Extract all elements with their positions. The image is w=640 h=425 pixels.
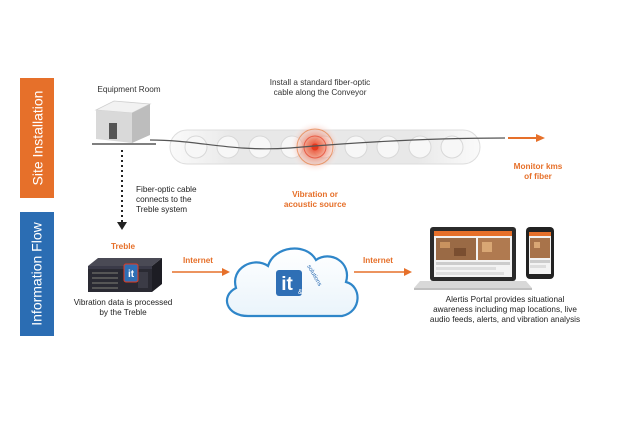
svg-text:&: & xyxy=(298,289,303,296)
internet-right-label: Internet xyxy=(362,256,394,265)
equipment-room-label: Equipment Room xyxy=(97,85,161,94)
cloud-logo-icon: it xyxy=(281,274,293,295)
fiber-connector-arrow xyxy=(117,150,127,230)
vibration-source-label: Vibration or acoustic source xyxy=(283,190,347,209)
monitor-kms-label: Monitor kms of fiber xyxy=(513,162,563,181)
fiber-connect-label: Fiber-optic cable connects to the Treble… xyxy=(136,185,197,214)
monitor-arrow-icon xyxy=(508,134,545,142)
equipment-room-icon xyxy=(92,100,156,145)
install-cable-label: Install a standard fiber-optic cable alo… xyxy=(269,78,371,97)
treble-logo-icon: it xyxy=(128,269,135,280)
treble-device-icon: it xyxy=(88,258,162,292)
internet-arrow-right xyxy=(354,268,412,276)
laptop-icon xyxy=(414,227,532,290)
internet-arrow-left xyxy=(172,268,230,276)
vibration-processed-label: Vibration data is processed by the Trebl… xyxy=(73,298,173,317)
phone-icon xyxy=(526,227,554,279)
site-installation-band: Site Installation xyxy=(20,78,54,198)
alertis-portal-label: Alertis Portal provides situational awar… xyxy=(429,295,581,324)
treble-label: Treble xyxy=(110,242,136,251)
internet-left-label: Internet xyxy=(182,256,214,265)
cloud-icon: it & solutions xyxy=(225,247,359,318)
information-flow-band: Information Flow xyxy=(20,212,54,336)
fiber-optic-cable xyxy=(149,137,506,150)
